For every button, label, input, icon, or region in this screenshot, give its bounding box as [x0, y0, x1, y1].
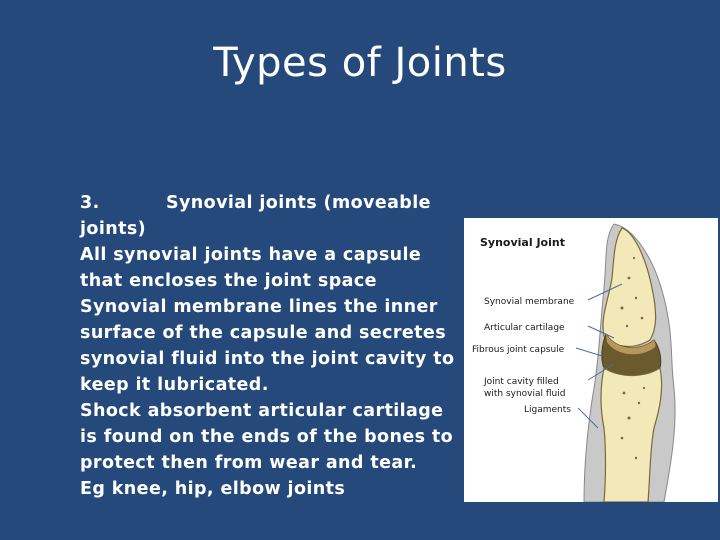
body-text: 3.Synovial joints (moveable joints) All … [80, 190, 455, 502]
articular-cartilage [606, 334, 656, 355]
heading-number: 3. [80, 193, 100, 213]
label-fibrous-capsule: Fibrous joint capsule [472, 345, 565, 355]
label-synovial-membrane: Synovial membrane [484, 297, 575, 307]
label-joint-cavity-1: Joint cavity filled [483, 377, 559, 387]
figure-title: Synovial Joint [480, 236, 565, 249]
slide-title: Types of Joints [213, 40, 507, 86]
paragraph-capsule: All synovial joints have a capsule that … [80, 245, 422, 291]
lower-bone [600, 367, 663, 502]
paragraph-examples: Eg knee, hip, elbow joints [80, 479, 346, 499]
bone-texture [620, 256, 646, 460]
label-ligaments: Ligaments [524, 405, 571, 415]
label-articular-cartilage: Articular cartilage [484, 323, 565, 333]
synovial-joint-diagram: Synovial Joint Synovial membrane Articul… [472, 223, 676, 502]
heading-text: Synovial joints (moveable joints) [80, 193, 431, 239]
heading-paragraph: 3.Synovial joints (moveable joints) [80, 190, 455, 242]
synovial-joint-figure: Synovial Joint Synovial membrane Articul… [464, 218, 718, 502]
leader-lines [575, 283, 623, 429]
paragraph-membrane: Synovial membrane lines the inner surfac… [80, 297, 455, 395]
label-joint-cavity-2: with synovial fluid [484, 389, 565, 399]
paragraph-cartilage: Shock absorbent articular cartilage is f… [80, 401, 454, 473]
upper-bone [602, 227, 657, 347]
